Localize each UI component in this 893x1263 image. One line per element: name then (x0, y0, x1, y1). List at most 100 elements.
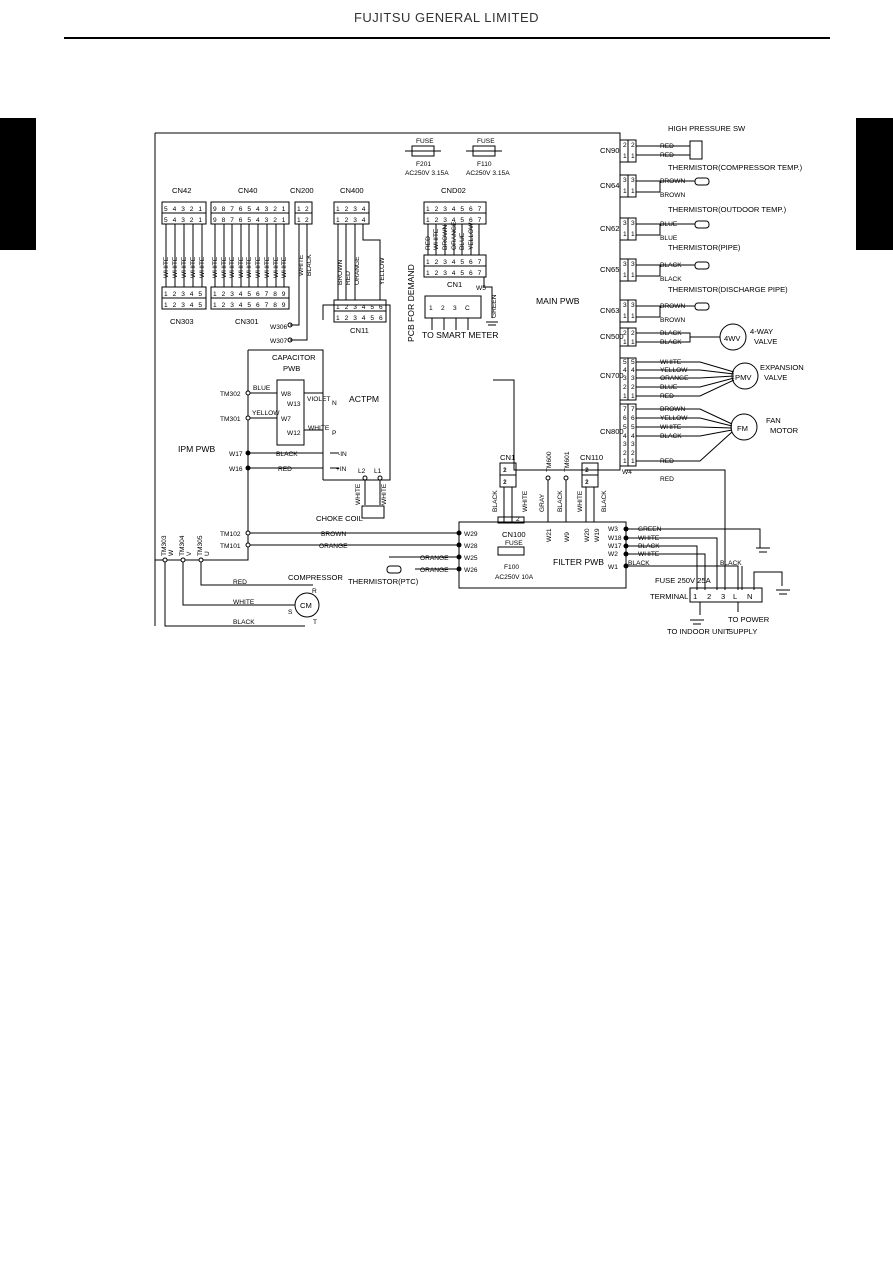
fuse-f201-id: F201 (416, 161, 431, 168)
wire-red-w4: RED (660, 476, 674, 483)
l2-label: L2 (358, 468, 366, 475)
w4-label: W4 (622, 469, 632, 476)
terminal-pin: 1 (693, 592, 697, 601)
cn301-pin: 1 (213, 291, 217, 298)
w19-label: W19 (594, 528, 601, 542)
cn40-pin: 2 (273, 206, 277, 213)
right-wire-label: WHITE (660, 424, 682, 431)
right-pin: 2 (631, 142, 635, 149)
cn400-pin: 3 (353, 206, 357, 213)
right-component-title: HIGH PRESSURE SW (668, 124, 746, 133)
wire-white-bundle: WHITE (190, 256, 197, 278)
cn42-label: CN42 (172, 186, 191, 195)
w17-label: W17 (229, 451, 243, 458)
cn1-demand-label: CN1 (447, 280, 462, 289)
compressor-t: T (313, 619, 317, 626)
wire-red-cn400: RED (345, 271, 352, 285)
smart-meter-pin: 3 (453, 305, 457, 312)
w28-label: W28 (464, 543, 478, 550)
cn110-pin: 1 (585, 467, 589, 474)
cnd02-pin: 4 (452, 217, 456, 224)
cn1-pin2-label: 2 (516, 516, 520, 523)
cn303-pin: 5 (198, 302, 202, 309)
tm301-label: TM301 (220, 416, 241, 423)
wire-white-comp: WHITE (233, 599, 255, 606)
cn40-pin: 6 (239, 217, 243, 224)
cn303-pin: 1 (164, 291, 168, 298)
wire-white-bundle: WHITE (238, 256, 245, 278)
cnd02-pin: 5 (460, 206, 464, 213)
cn40-pin: 7 (230, 206, 234, 213)
cnd02-pin: 2 (435, 217, 439, 224)
right-wire-label: BLUE (660, 221, 678, 228)
fuse-f100-id: F100 (504, 564, 519, 571)
cn1-demand-pin: 7 (478, 259, 482, 266)
right-wire-label: BROWN (660, 317, 686, 324)
w16-label: W16 (229, 466, 243, 473)
cn11-pin: 6 (379, 315, 383, 322)
w18-label: W18 (608, 535, 622, 542)
wire-orange-w26: ORANGE (420, 567, 449, 574)
cn303-pin: 4 (190, 291, 194, 298)
right-wire-label: RED (660, 152, 674, 159)
right-pin: 3 (631, 375, 635, 382)
right-connector-label: CN800 (600, 427, 624, 436)
cn301-pin: 7 (265, 291, 269, 298)
cn11-pin: 3 (353, 304, 357, 311)
wire-white-w18: WHITE (638, 535, 660, 542)
cn200-pin: 1 (297, 217, 301, 224)
right-pin: 4 (631, 433, 635, 440)
cn40-pin: 3 (265, 217, 269, 224)
l1-label: L1 (374, 468, 382, 475)
wire-cnd02-color: BLUE (459, 232, 466, 250)
cn110-label: CN110 (580, 453, 603, 462)
cn1-demand-pin: 7 (478, 270, 482, 277)
right-pin: 1 (631, 339, 635, 346)
right-pin: 4 (623, 433, 627, 440)
wire-yellow-cn400: YELLOW (379, 257, 386, 285)
cnd02-pin: 5 (460, 217, 464, 224)
cn1-demand-pin: 2 (435, 259, 439, 266)
right-connector-label: CN90 (600, 146, 619, 155)
cn1-demand-pin: 1 (426, 270, 430, 277)
cn11-pin: 4 (362, 304, 366, 311)
right-wire-label: BLACK (660, 276, 682, 283)
capacitor-pwb-label: PWB (283, 364, 300, 373)
wire-white-bundle: WHITE (281, 256, 288, 278)
w-label: W (168, 549, 175, 556)
w1-label: W1 (608, 564, 618, 571)
cn40-pin: 4 (256, 217, 260, 224)
fuse-f110-rating: AC250V 3.15A (466, 170, 510, 177)
cn1-demand-pin: 4 (452, 270, 456, 277)
w29-label: W29 (464, 531, 478, 538)
wire-black-cn1: BLACK (492, 490, 499, 512)
right-pin: 3 (623, 220, 627, 227)
u-label: U (204, 551, 211, 556)
cn200-pin: 2 (305, 206, 309, 213)
right-component-title: THERMISTOR(COMPRESSOR TEMP.) (668, 163, 803, 172)
right-component-title: EXPANSION (760, 363, 804, 372)
right-pin: 1 (623, 272, 627, 279)
w9-label: W9 (564, 532, 571, 542)
cn1-demand-pin: 3 (443, 270, 447, 277)
right-wire-label: YELLOW (660, 415, 688, 422)
smart-meter-pin: 2 (441, 305, 445, 312)
cn301-pin: 8 (273, 291, 277, 298)
compressor-label: COMPRESSOR (288, 573, 343, 582)
cn1-main-pin: 2 (503, 479, 507, 486)
wire-black-w1: BLACK (628, 560, 650, 567)
wire-gray: GRAY (539, 493, 546, 512)
cn1-demand-pin: 1 (426, 259, 430, 266)
wire-black-cn110: BLACK (601, 490, 608, 512)
right-wire-label: RED (660, 458, 674, 465)
cn1-demand-pin: 4 (452, 259, 456, 266)
wire-cnd02-color: ORANGE (451, 221, 458, 250)
right-wire-label: RED (660, 393, 674, 400)
right-connector-label: CN700 (600, 371, 624, 380)
right-pin: 4 (631, 367, 635, 374)
in-neg-label: -IN (338, 451, 347, 458)
right-component-subtitle: VALVE (764, 373, 787, 382)
cn400-pin: 4 (362, 217, 366, 224)
wire-orange-cn400: ORANGE (354, 256, 361, 285)
